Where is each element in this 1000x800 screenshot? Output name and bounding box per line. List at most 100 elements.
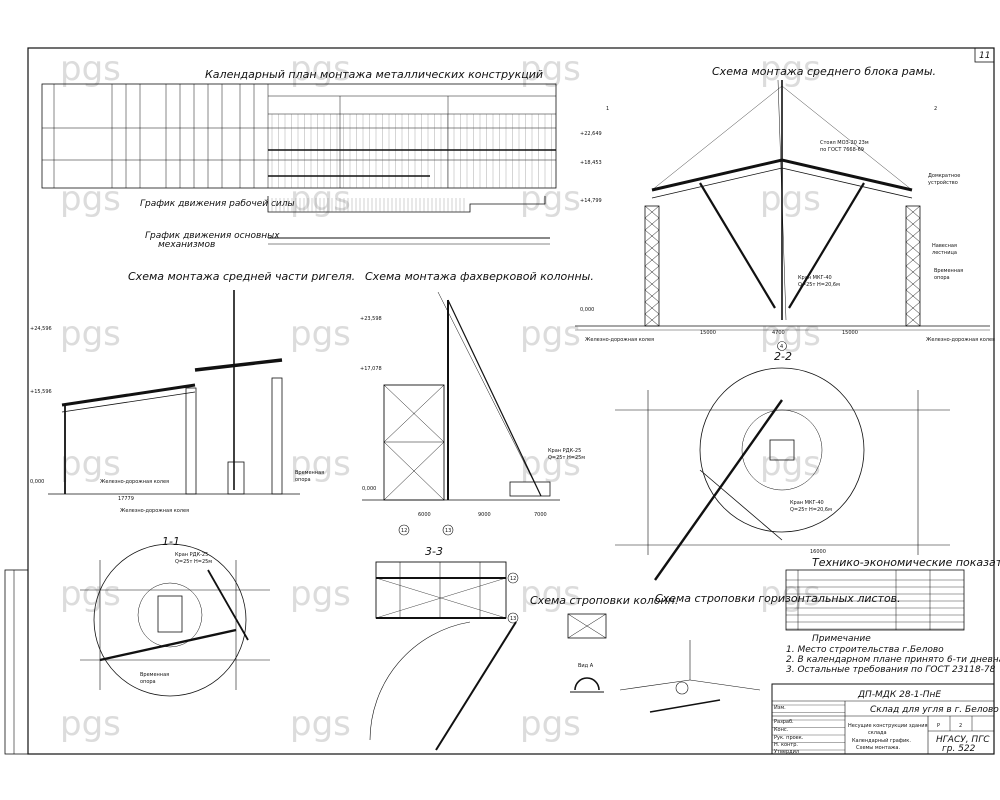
wind-column-title: Схема монтажа фахверковой колонны.	[365, 270, 594, 283]
railway-label: Железно-дорожная колея	[100, 479, 169, 485]
dimension: 6000	[418, 512, 431, 518]
wind-column-scheme: Схема монтажа фахверковой колонны. +23,5…	[360, 270, 594, 536]
girder-middle-scheme: Схема монтажа средней части ригеля. +24,…	[30, 270, 355, 514]
hatch-line	[644, 253, 660, 267]
stamp-role: Конс.	[774, 727, 789, 733]
notes: Примечание 1. Место строительства г.Бело…	[786, 634, 1000, 675]
title-block: ДП-МДК 28-1-ПнЕ Склад для угля в г. Бело…	[771, 683, 999, 755]
jack-label: Домкратное	[928, 173, 960, 179]
project-name: Склад для угля в г. Белово	[870, 705, 999, 715]
view-a-label: Вид А	[578, 663, 594, 669]
watermark-layer: pgs pgs pgs pgs pgs pgs pgs pgs pgs pgs …	[60, 49, 821, 744]
elevation-label: +24,596	[30, 326, 52, 332]
elevation-label: +14,799	[580, 198, 602, 204]
hatch-line	[644, 241, 660, 255]
note-item: 1. Место строительства г.Белово	[786, 645, 944, 655]
watermark: pgs	[520, 704, 581, 744]
elevation-label: +22,649	[580, 131, 602, 137]
column-sling-title: Схема строповки колонн.	[530, 594, 678, 607]
mast-label: Стоял МОЗ-20 23м	[820, 140, 869, 146]
axis-mark: 2	[934, 106, 937, 112]
dimension: 15000	[700, 330, 716, 336]
girder-middle-title: Схема монтажа средней части ригеля.	[128, 270, 355, 283]
calendar-plan-title: Календарный план монтажа металлических к…	[205, 68, 543, 81]
watermark: pgs	[760, 444, 821, 484]
watermark: pgs	[60, 444, 121, 484]
axis-mark: 13	[445, 528, 451, 534]
hatch-line	[644, 265, 660, 279]
hatch-line	[905, 205, 921, 219]
crane-label: Кран МКГ-40	[798, 275, 832, 281]
watermark: pgs	[520, 179, 581, 219]
temp-support-label: Временная	[934, 268, 963, 274]
stamp-role: Рук. проек.	[774, 735, 804, 741]
stamp-role: Изм.	[774, 705, 786, 711]
watermark: pgs	[520, 444, 581, 484]
watermark: pgs	[60, 704, 121, 744]
elevation-label: +18,453	[580, 160, 602, 166]
watermark: pgs	[60, 574, 121, 614]
watermark: pgs	[60, 179, 121, 219]
stamp-sheet: 2	[959, 723, 962, 729]
mechanisms-graph-label-2: механизмов	[158, 240, 215, 250]
railway-label: Железно-дорожная колея	[926, 337, 995, 343]
watermark: pgs	[60, 314, 121, 354]
temp-support-label: Временная	[140, 672, 169, 678]
sheet-content: Календарный график.	[852, 737, 911, 744]
temp-support-label: Временная	[295, 470, 324, 476]
axis-mark: 12	[510, 576, 516, 582]
watermark: pgs	[520, 49, 581, 89]
hatch-line	[905, 253, 921, 267]
calendar-plan: Календарный план монтажа металлических к…	[41, 68, 557, 250]
crane-params: Q=25т H=25м	[175, 559, 212, 565]
watermark: pgs	[520, 574, 581, 614]
hatch-line	[905, 277, 921, 291]
watermark: pgs	[290, 574, 351, 614]
sheet-frame	[27, 47, 995, 755]
hatch-line	[905, 265, 921, 279]
hatch-line	[644, 301, 660, 315]
crane-params: Q=25т H=25м	[548, 455, 585, 461]
dimension: 4700	[772, 330, 785, 336]
elevation-label: +23,598	[360, 316, 382, 322]
hatch-line	[905, 217, 921, 231]
axis-mark: 12	[401, 528, 407, 534]
temp-support-label: опора	[295, 477, 311, 483]
watermark: pgs	[290, 704, 351, 744]
ladder-label: лестница	[932, 250, 957, 256]
ladder-label: Навесная	[932, 243, 957, 249]
section-1-1-title: 1-1	[162, 535, 180, 548]
stamp-role: Разраб.	[774, 719, 794, 725]
hatch-line	[644, 217, 660, 231]
note-item: 2. В календарном плане принято 6-ти днев…	[786, 655, 1000, 665]
sheet-sling-title-1: Схема строповки горизонтальных листов.	[655, 592, 901, 605]
dimension: 7000	[534, 512, 547, 518]
workforce-graph-label: График движения рабочей силы	[140, 199, 295, 209]
notes-heading: Примечание	[812, 634, 871, 644]
hatch-line	[905, 301, 921, 315]
hatch-line	[644, 289, 660, 303]
jack-label: устройство	[928, 179, 958, 186]
stamp-stage: Р	[937, 723, 940, 729]
watermark: pgs	[290, 49, 351, 89]
sheet-content: Несущие конструкции здания	[848, 723, 928, 729]
dimension: 17779	[118, 496, 134, 502]
hatch-line	[905, 289, 921, 303]
watermark: pgs	[760, 314, 821, 354]
elevation-label: +15,596	[30, 389, 52, 395]
temp-support-label: опора	[140, 679, 156, 685]
section-3-3-plan: 3-3 12 13	[369, 545, 519, 751]
elevation-label: 0,000	[30, 479, 44, 485]
crane-params: Q=25т H=20,6м	[798, 282, 840, 288]
hatch-line	[905, 229, 921, 243]
railway-label: Железно-дорожная колея	[120, 508, 189, 514]
dimension: 16000	[810, 549, 826, 555]
tech-indicators-table: Технико-экономические показатели	[785, 556, 1000, 631]
railway-label: Железно-дорожная колея	[585, 337, 654, 343]
crane-label: Кран РДК-25	[175, 552, 208, 558]
axis-mark: 13	[510, 616, 516, 622]
dimension: 9000	[478, 512, 491, 518]
stamp-role: Утвердил	[774, 749, 799, 755]
axis-mark: 4	[780, 344, 783, 350]
